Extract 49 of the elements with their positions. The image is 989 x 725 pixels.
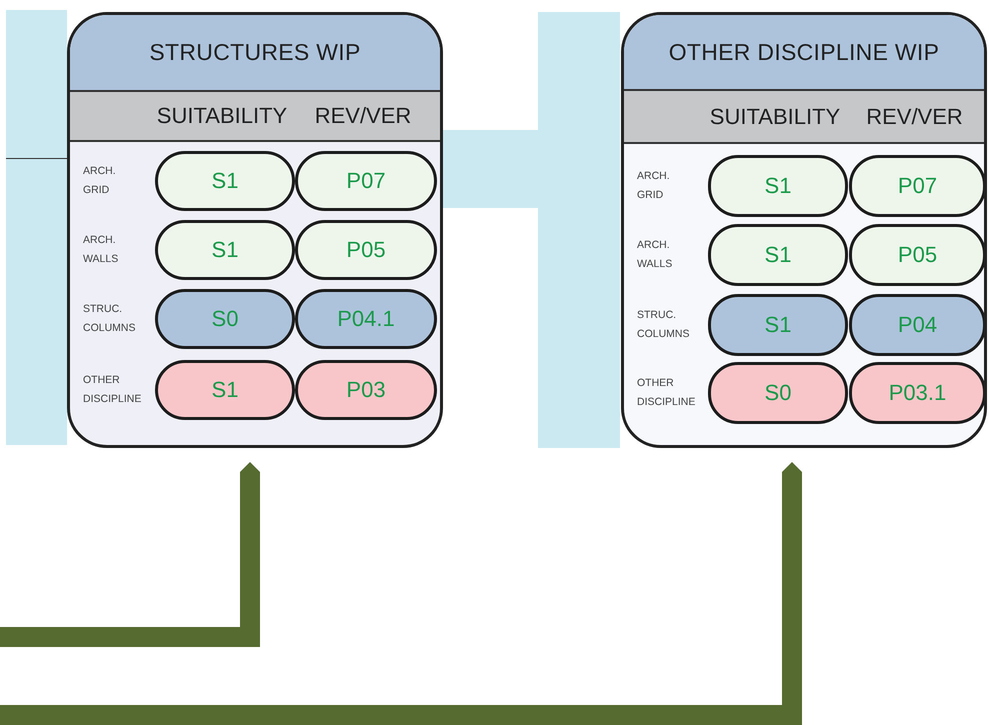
card-title: OTHER DISCIPLINE WIP [668, 38, 940, 66]
status-value: P04 [898, 312, 938, 338]
status-value: P05 [346, 237, 386, 263]
status-value: P04.1 [337, 306, 395, 332]
status-value: P03.1 [888, 380, 946, 406]
wip-card [621, 12, 987, 448]
status-pill [849, 362, 984, 424]
chevron-arrow [0, 462, 802, 725]
status-value: P07 [898, 173, 938, 199]
status-pill [295, 151, 437, 211]
status-pill [708, 155, 848, 217]
column-heading: REV/VER [866, 104, 963, 130]
row-label: OTHER DISCIPLINE [637, 376, 696, 410]
status-value: S0 [212, 306, 238, 332]
status-pill [849, 155, 984, 217]
column-heading: SUITABILITY [156, 103, 288, 129]
wip-card [67, 12, 443, 448]
column-heading: REV/VER [314, 103, 412, 129]
band-bar [6, 10, 67, 445]
status-pill [849, 224, 984, 286]
status-value: S0 [764, 380, 792, 406]
status-pill [708, 294, 848, 356]
status-value: P05 [898, 242, 938, 268]
row-label: OTHER DISCIPLINE [83, 373, 142, 407]
status-value: S1 [212, 377, 238, 403]
card-title: STRUCTURES WIP [149, 39, 361, 66]
row-label: STRUC. COLUMNS [83, 302, 136, 336]
connector-band [443, 130, 538, 208]
row-label: ARCH. GRID [83, 164, 116, 198]
status-value: P07 [346, 168, 386, 194]
status-value: S1 [764, 312, 792, 338]
status-value: S1 [212, 237, 238, 263]
status-pill [295, 220, 437, 280]
status-value: S1 [764, 173, 792, 199]
row-label: ARCH. WALLS [83, 233, 118, 267]
row-label: STRUC. COLUMNS [637, 308, 690, 342]
row-label: ARCH. GRID [637, 169, 670, 203]
chevron-arrow [0, 462, 260, 647]
column-heading: SUITABILITY [710, 104, 840, 130]
status-value: P03 [346, 377, 386, 403]
status-pill [849, 294, 984, 356]
status-value: S1 [212, 168, 238, 194]
status-pill [295, 289, 437, 349]
status-pill [708, 362, 848, 424]
row-label: ARCH. WALLS [637, 238, 672, 272]
band-bar [538, 12, 620, 448]
status-pill [708, 224, 848, 286]
status-pill [295, 360, 437, 420]
status-value: S1 [764, 242, 792, 268]
